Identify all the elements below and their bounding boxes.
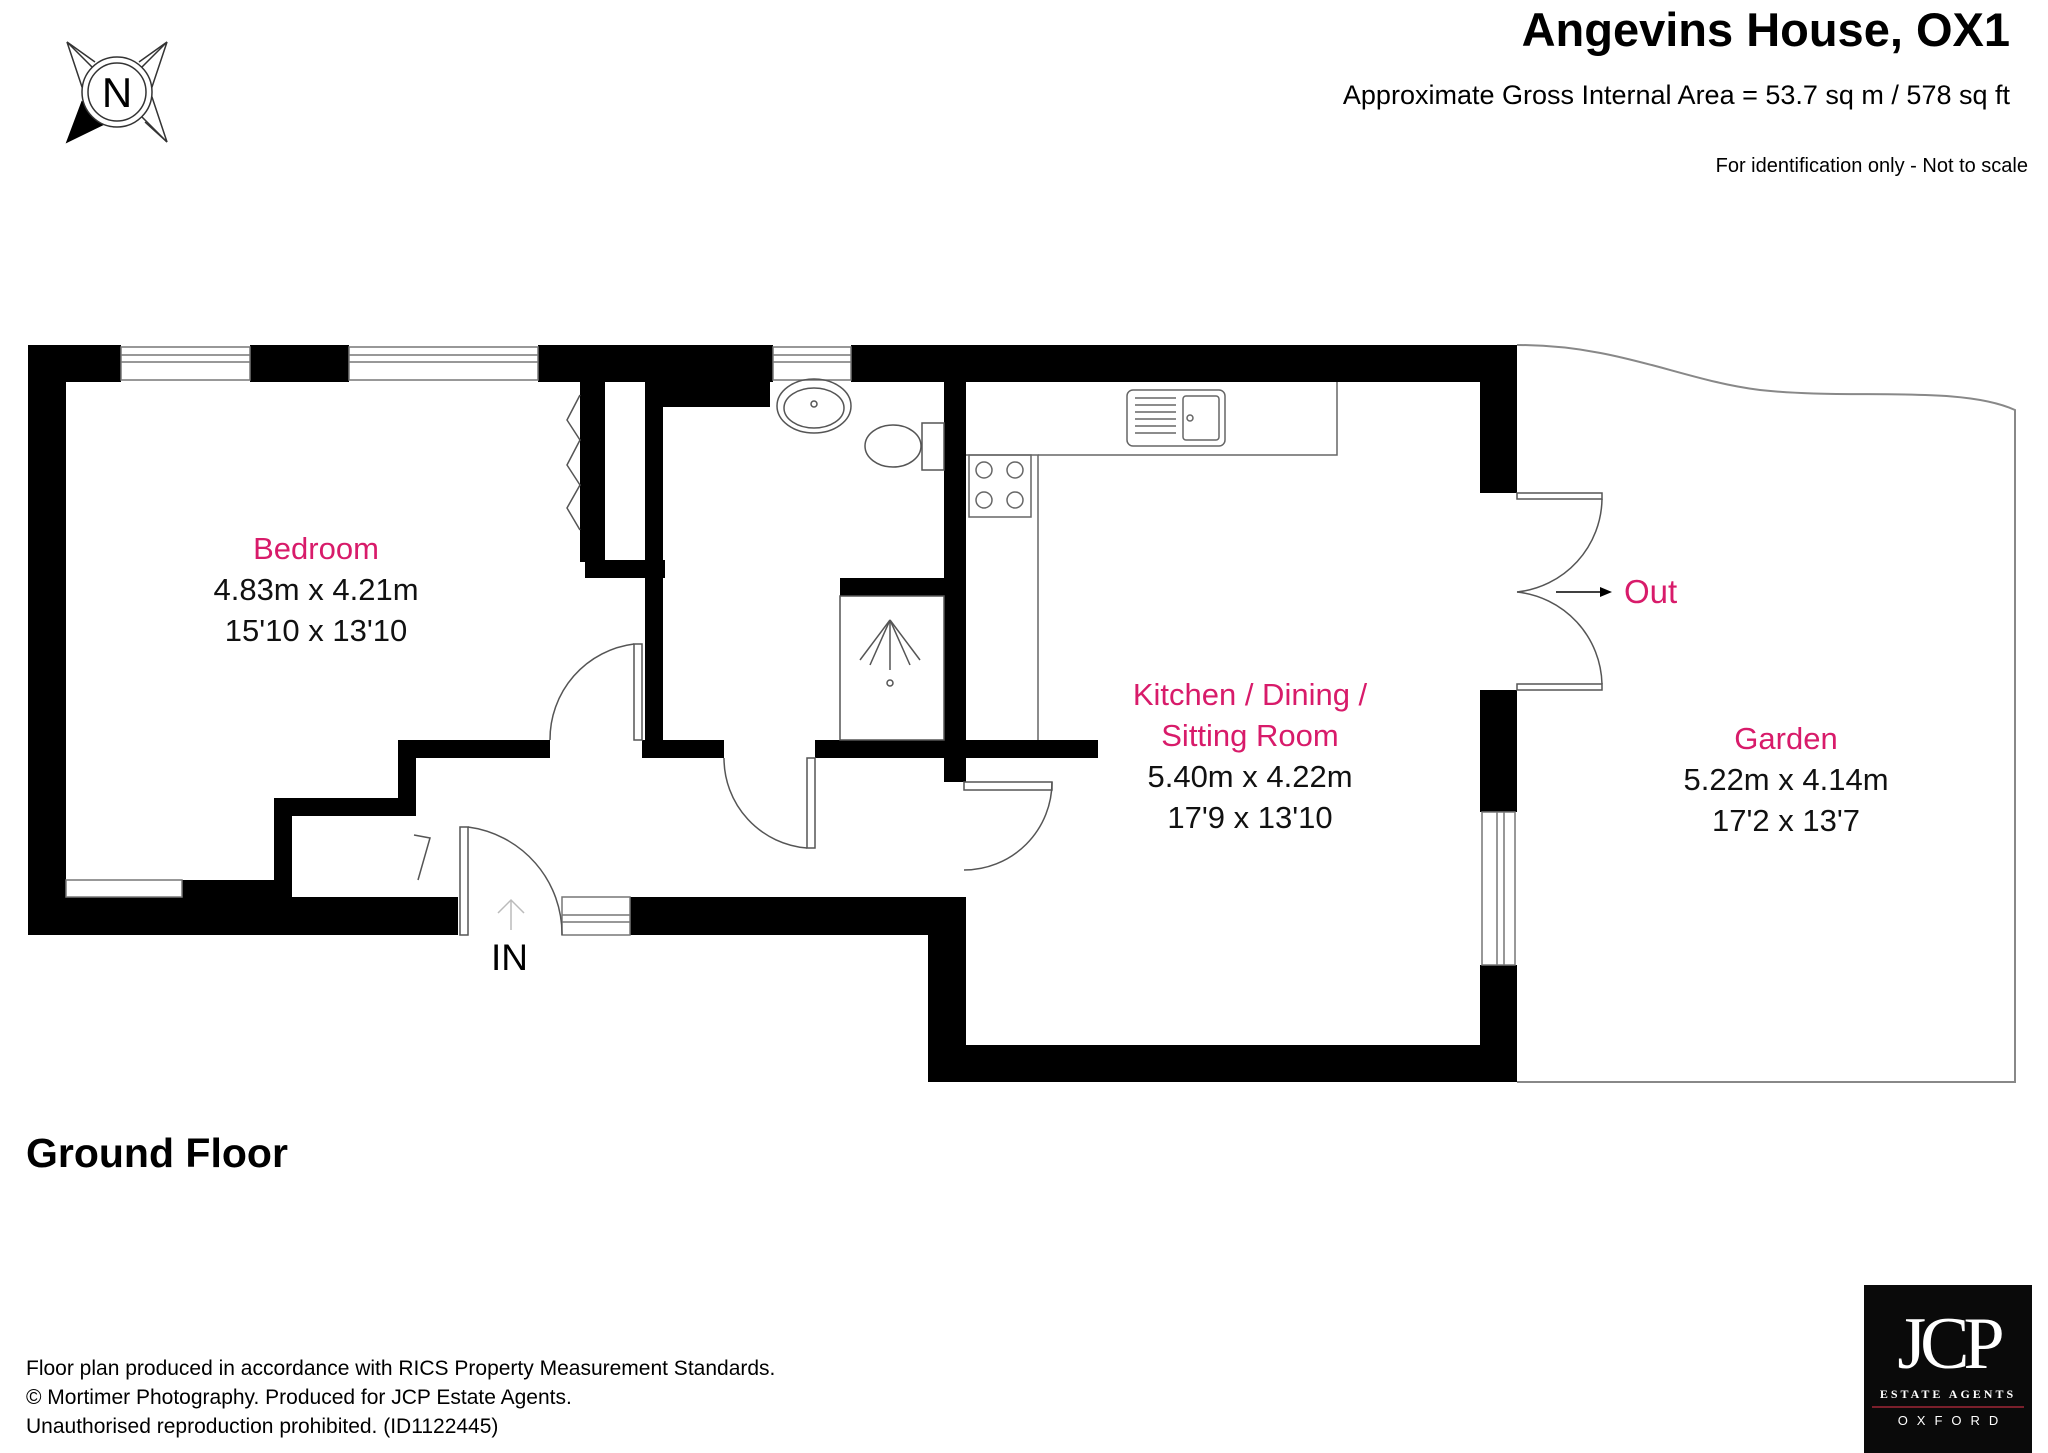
room-name: Bedroom: [253, 531, 379, 566]
north-compass-icon: N: [65, 41, 168, 144]
toilet-icon: [864, 424, 922, 468]
exit-arrow-icon: [1556, 587, 1612, 597]
hob-icon: [968, 454, 1032, 518]
logo-mark: JCP: [1897, 1303, 2004, 1385]
room-dimensions-metric: 5.40m x 4.22m: [1147, 759, 1353, 794]
basin-icon: [776, 378, 852, 434]
doors: [413, 394, 1603, 936]
shower-icon: [839, 595, 945, 741]
room-dimensions-imperial: 17'9 x 13'10: [1167, 800, 1333, 835]
logo-divider: [1872, 1406, 2024, 1408]
footer-line-copyright: © Mortimer Photography. Produced for JCP…: [26, 1386, 572, 1409]
property-title: Angevins House, OX1: [1521, 3, 2010, 56]
room-dimensions-imperial: 15'10 x 13'10: [224, 613, 408, 648]
exit-label: Out: [1624, 573, 1678, 610]
room-name: Garden: [1734, 721, 1838, 756]
room-name-line1: Kitchen / Dining /: [1132, 677, 1368, 712]
room-kitchen-dining-sitting: Kitchen / Dining / Sitting Room 5.40m x …: [1133, 674, 1367, 838]
room-dimensions-metric: 5.22m x 4.14m: [1683, 762, 1889, 797]
room-bedroom: Bedroom 4.83m x 4.21m 15'10 x 13'10: [213, 528, 418, 651]
logo-subtitle: ESTATE AGENTS: [1879, 1387, 2017, 1401]
jcp-logo: JCP ESTATE AGENTS OXFORD: [1864, 1285, 2032, 1453]
sink-icon: [1126, 389, 1226, 447]
room-dimensions-imperial: 17'2 x 13'7: [1711, 803, 1861, 838]
kitchen-fixtures: [966, 382, 1338, 740]
gross-internal-area: Approximate Gross Internal Area = 53.7 s…: [1342, 80, 2010, 110]
room-name-line2: Sitting Room: [1161, 718, 1339, 753]
footer-line-rics: Floor plan produced in accordance with R…: [26, 1357, 776, 1380]
logo-city: OXFORD: [1897, 1413, 2008, 1428]
entrance-arrow-icon: [497, 898, 525, 930]
garden-boundary: [1516, 344, 2016, 1083]
scale-disclaimer: For identification only - Not to scale: [1715, 155, 2028, 177]
footer-line-reproduction: Unauthorised reproduction prohibited. (I…: [26, 1415, 499, 1438]
room-garden: Garden 5.22m x 4.14m 17'2 x 13'7: [1683, 718, 1888, 841]
room-dimensions-metric: 4.83m x 4.21m: [213, 572, 419, 607]
floor-label: Ground Floor: [26, 1130, 288, 1176]
windows: [65, 346, 1516, 966]
walls: [28, 345, 1517, 1082]
svg-text:N: N: [102, 69, 132, 116]
footer-notice: Floor plan produced in accordance with R…: [26, 1354, 775, 1441]
bathroom-fixtures: [776, 378, 945, 741]
entrance-label: IN: [491, 937, 528, 978]
